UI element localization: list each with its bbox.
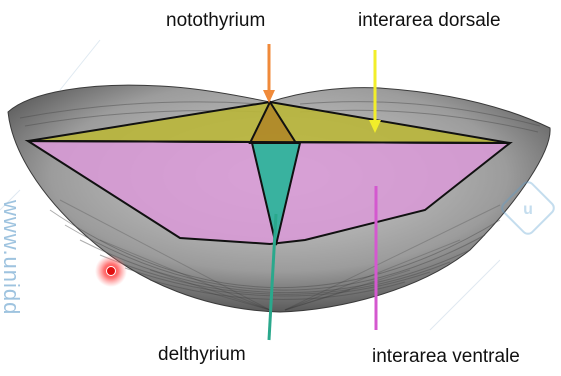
- label-delthyrium: delthyrium: [158, 344, 246, 366]
- svg-text:u: u: [523, 201, 533, 218]
- label-interarea-ventrale: interarea ventrale: [372, 346, 520, 368]
- label-interarea-dorsale: interarea dorsale: [358, 10, 501, 32]
- label-notothyrium: notothyrium: [166, 10, 265, 32]
- red-dot-core: [107, 267, 116, 276]
- watermark-text: www.unidd: [0, 200, 24, 315]
- notothyrium-arrow: [263, 44, 275, 103]
